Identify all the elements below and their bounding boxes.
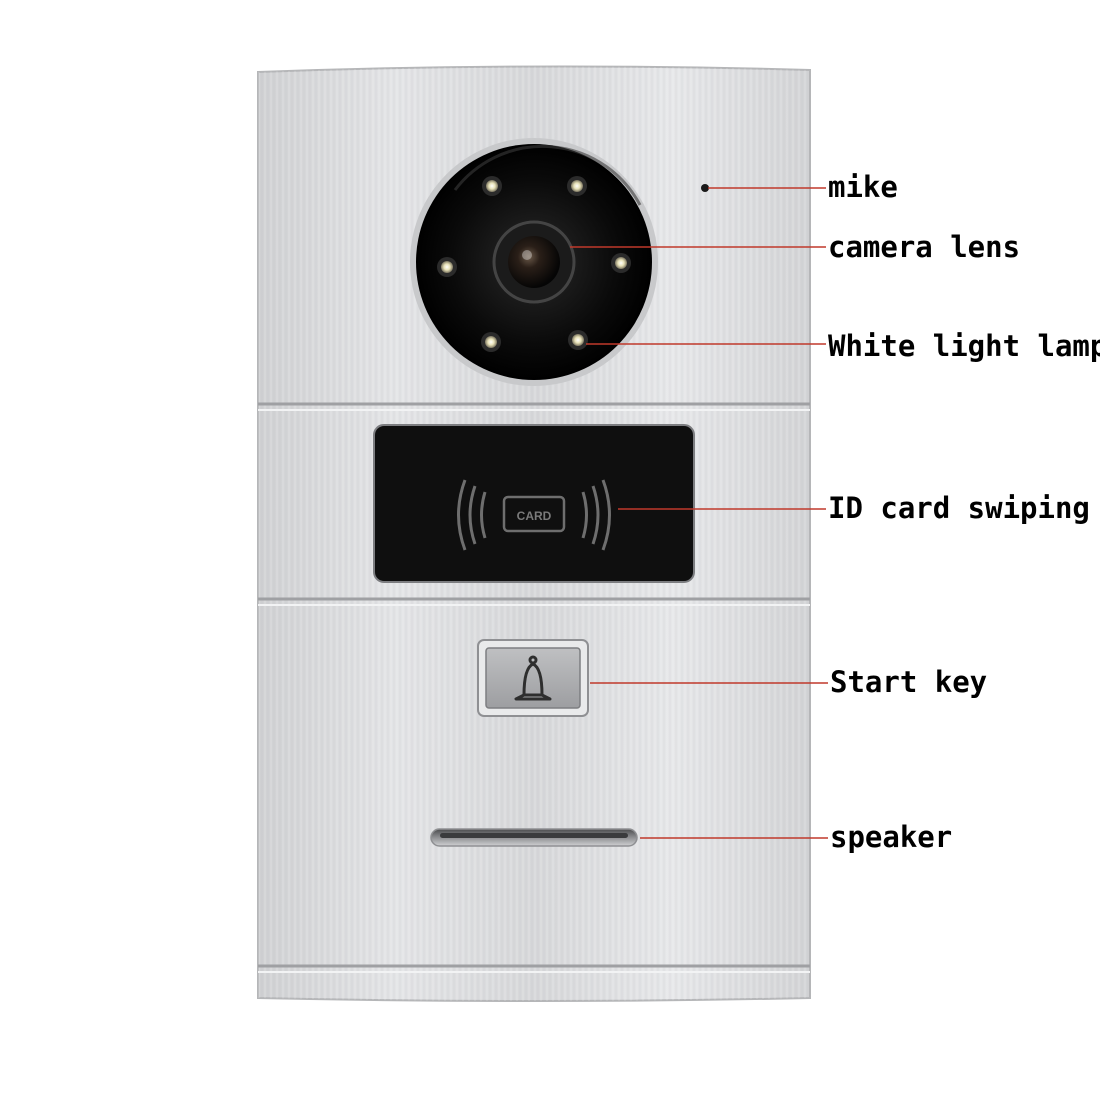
- leader-lines: [570, 187, 828, 839]
- panel-grooves: [258, 402, 810, 973]
- label-camera-lens: camera lens: [828, 230, 1021, 264]
- label-mike: mike: [828, 170, 898, 204]
- label-start-key: Start key: [830, 665, 988, 699]
- camera-lens: [492, 220, 576, 304]
- card-badge-text: CARD: [517, 509, 552, 523]
- card-reader: CARD: [373, 424, 695, 583]
- mike-hole: [701, 184, 709, 192]
- rfid-wave-icon: [457, 479, 611, 551]
- card-badge: [502, 495, 566, 533]
- camera-module: [410, 138, 658, 386]
- bell-icon: [514, 655, 552, 701]
- label-id-card-swiping: ID card swiping: [828, 491, 1090, 525]
- label-speaker: speaker: [830, 820, 953, 854]
- speaker-slot: [430, 828, 638, 847]
- white-light-lamps: [437, 176, 631, 352]
- label-white-light-lamp: White light lamp: [828, 329, 1100, 363]
- start-key[interactable]: [477, 639, 589, 717]
